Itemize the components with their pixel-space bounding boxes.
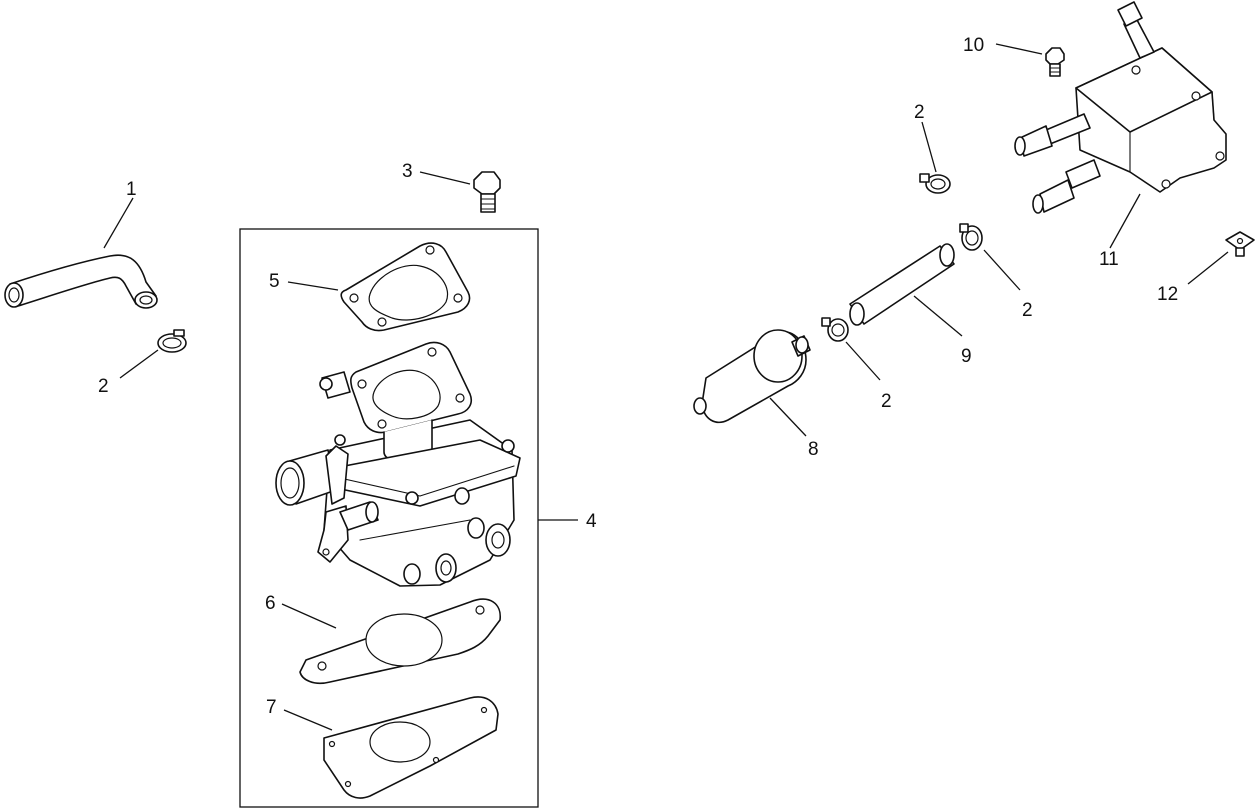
callout-9: 9 bbox=[961, 346, 972, 367]
part-9-straight-hose bbox=[849, 243, 955, 326]
part-3-bolt bbox=[473, 171, 501, 213]
part-2-hose-clamp-upper bbox=[919, 173, 951, 194]
leader-2c bbox=[983, 249, 1021, 291]
part-2-hose-clamp-left bbox=[157, 329, 187, 353]
part-6-lower-gasket bbox=[299, 598, 501, 685]
leader-10 bbox=[995, 43, 1043, 55]
part-8-fuel-filter bbox=[693, 329, 811, 424]
leader-3 bbox=[419, 171, 471, 185]
leader-7 bbox=[283, 709, 333, 731]
callout-2a: 2 bbox=[98, 376, 109, 397]
part-10-small-bolt bbox=[1045, 47, 1065, 77]
carburetor-assembly-frame bbox=[239, 228, 539, 808]
leader-2d bbox=[845, 341, 881, 381]
callout-8: 8 bbox=[808, 439, 819, 460]
callout-2b: 2 bbox=[914, 102, 925, 123]
leader-2b bbox=[921, 121, 937, 173]
callout-12: 12 bbox=[1157, 284, 1178, 305]
callout-2c: 2 bbox=[1022, 300, 1033, 321]
leader-8 bbox=[769, 397, 807, 437]
part-2-hose-clamp-right bbox=[959, 223, 983, 251]
callout-3: 3 bbox=[402, 161, 413, 182]
callout-5: 5 bbox=[269, 271, 280, 292]
callout-11: 11 bbox=[1099, 249, 1119, 270]
leader-1 bbox=[103, 197, 134, 249]
part-5-top-gasket bbox=[340, 242, 471, 332]
leader-5 bbox=[287, 281, 339, 291]
callout-1: 1 bbox=[126, 179, 137, 200]
leader-6 bbox=[281, 603, 337, 629]
leader-2a bbox=[119, 349, 159, 379]
callout-10: 10 bbox=[963, 35, 984, 56]
leader-12 bbox=[1187, 251, 1229, 285]
leader-11 bbox=[1109, 193, 1141, 249]
callout-7: 7 bbox=[266, 697, 277, 718]
callout-4: 4 bbox=[586, 511, 597, 532]
part-11-fuel-pump bbox=[1014, 1, 1227, 214]
part-12-square-nut bbox=[1225, 231, 1255, 257]
leader-9 bbox=[913, 295, 963, 337]
part-4-carburetor bbox=[275, 341, 521, 587]
part-2-hose-clamp-lower bbox=[821, 317, 849, 342]
callout-2d: 2 bbox=[881, 391, 892, 412]
part-1-fuel-hose bbox=[4, 254, 158, 309]
part-7-base-gasket bbox=[323, 696, 499, 799]
callout-6: 6 bbox=[265, 593, 276, 614]
